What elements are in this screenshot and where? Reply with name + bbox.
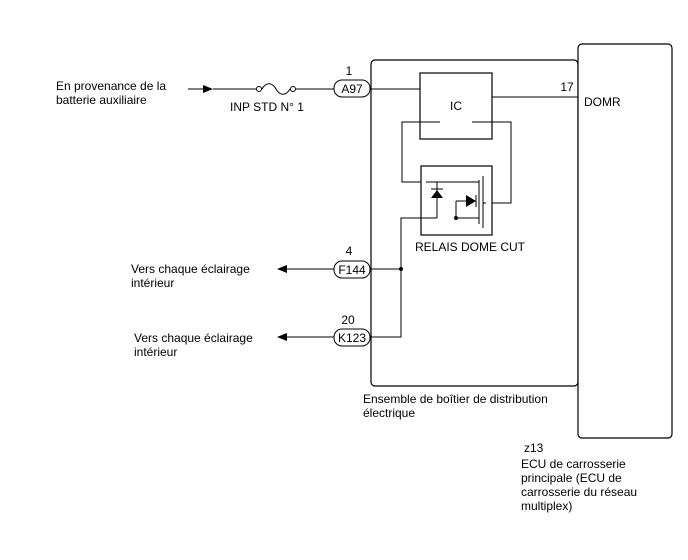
junction-box-name-line1: Ensemble de boîtier de distribution xyxy=(363,392,548,406)
fuse-icon xyxy=(256,83,296,95)
ecu-terminal-domr: DOMR xyxy=(584,95,621,109)
output-arrow-2 xyxy=(277,333,287,341)
output1-label-line2: intérieur xyxy=(131,276,174,290)
ecu-code: z13 xyxy=(524,441,544,455)
ic-block xyxy=(419,72,493,140)
connector-k123-name: K123 xyxy=(338,331,366,345)
relay-transistor-icon xyxy=(426,176,486,228)
ecu-name-line3: carrosserie du réseau xyxy=(521,485,637,499)
ecu-pin-17: 17 xyxy=(560,80,574,94)
relay-diode-icon xyxy=(431,182,443,218)
ecu-name-line1: ECU de carrosserie xyxy=(521,457,626,471)
connector-a97: A97 xyxy=(333,79,371,98)
output2-label-line1: Vers chaque éclairage xyxy=(134,331,253,345)
connector-f144-pin: 4 xyxy=(346,244,353,258)
body-ecu-box xyxy=(577,43,673,439)
connector-a97-name: A97 xyxy=(341,82,363,96)
ecu-name-line4: multiplex) xyxy=(521,499,572,513)
fuse-label: INP STD N° 1 xyxy=(230,100,304,114)
output2-label-line2: intérieur xyxy=(134,345,177,359)
source-label-line2: batterie auxiliaire xyxy=(56,93,147,107)
source-wire xyxy=(188,85,256,93)
connector-f144-name: F144 xyxy=(338,263,366,277)
output1-label-line1: Vers chaque éclairage xyxy=(131,262,250,276)
connector-a97-pin: 1 xyxy=(346,64,353,78)
ecu-name-line2: principale (ECU de xyxy=(521,471,622,485)
connector-f144: F144 xyxy=(333,260,371,279)
connector-k123-pin: 20 xyxy=(341,313,355,327)
source-label-line1: En provenance de la xyxy=(56,79,166,93)
junction-box-name-line2: électrique xyxy=(363,406,415,420)
connector-k123: K123 xyxy=(333,328,371,347)
output-arrow-1 xyxy=(277,265,287,273)
relay-label: RELAIS DOME CUT xyxy=(415,240,526,254)
ic-label: IC xyxy=(450,99,462,113)
